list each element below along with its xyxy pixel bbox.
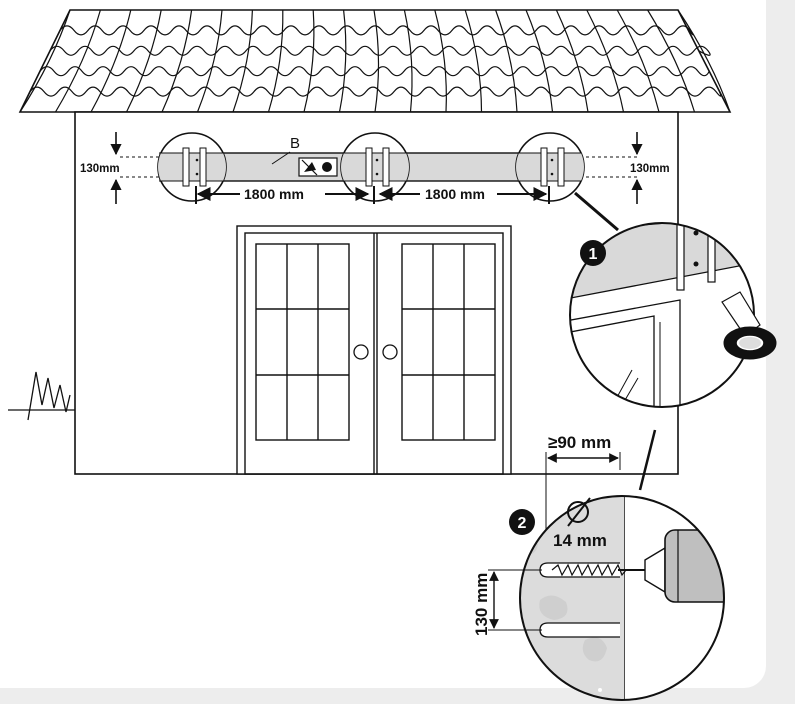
roof-tile-seam: [303, 9, 315, 113]
step-two-badge: 2: [509, 509, 535, 535]
roof-tile-seam: [586, 9, 625, 113]
roof-tile-seam: [434, 9, 447, 113]
warning-icon: [298, 157, 338, 177]
roof-tile-row: [29, 86, 722, 97]
roof-tile-seam: [647, 9, 696, 113]
span-left-label: 1800 mm: [244, 186, 304, 202]
svg-text:B: B: [290, 135, 300, 152]
roof-tile-seam: [525, 9, 554, 113]
roof-tile-seam: [196, 9, 223, 113]
svg-text:≥90 mm: ≥90 mm: [548, 433, 611, 452]
roof-tile-seam: [373, 9, 380, 113]
left-offset-label: 130mm: [80, 163, 120, 175]
roof-tile-seam: [19, 9, 71, 113]
guide-lines: [120, 156, 640, 178]
roof-tile-seam: [267, 9, 284, 113]
bracket-detail-center: [340, 132, 410, 202]
span-right-label: 1800 mm: [425, 186, 485, 202]
zoom-connector-2: [638, 429, 657, 491]
span-arrows: [195, 186, 550, 204]
diameter-icon: [567, 497, 591, 527]
roof-tile-seam: [677, 9, 731, 113]
bracket-detail-left: [157, 132, 227, 202]
door-knob-left: [353, 344, 369, 360]
svg-text:130 mm: 130 mm: [472, 573, 491, 636]
zoom-drill-detail: 14 mm: [519, 495, 725, 701]
roof-tile-seam: [125, 9, 162, 113]
roof-tile-seam: [232, 9, 253, 113]
roof-tile-row: [49, 45, 711, 56]
hole-spacing-dimension: 130 mm: [472, 569, 542, 636]
roof-tile-seam: [403, 9, 413, 113]
grass-icon: [8, 371, 75, 421]
door-knob-right: [382, 344, 398, 360]
drill-bit-icon: [551, 563, 645, 577]
roof-tile-seam: [616, 9, 660, 113]
zoom-connector-1: [574, 191, 619, 232]
svg-text:2: 2: [518, 515, 527, 532]
svg-text:1: 1: [589, 246, 598, 263]
roof-tile-seam: [161, 9, 193, 113]
right-offset-label: 130mm: [630, 163, 670, 175]
bracket-detail-right: [515, 132, 585, 202]
roof-tile-seam: [555, 9, 589, 113]
roof-tile-seam: [54, 9, 101, 113]
french-doors: [236, 225, 512, 475]
offset-arrows: [110, 132, 643, 204]
roof-tile-seam: [495, 9, 518, 113]
roof-tile-row: [59, 25, 694, 36]
tape-roll-icon: [721, 291, 777, 360]
roof-tile-seam: [338, 9, 347, 113]
rail-marker: B: [271, 135, 300, 165]
roof-tile-seam: [90, 9, 132, 113]
roof: [18, 9, 732, 113]
roof-tile-seam: [464, 9, 483, 113]
drill-diameter-label: 14 mm: [553, 531, 607, 550]
step-one-badge: 1: [580, 240, 606, 266]
roof-tile-row: [39, 66, 710, 77]
